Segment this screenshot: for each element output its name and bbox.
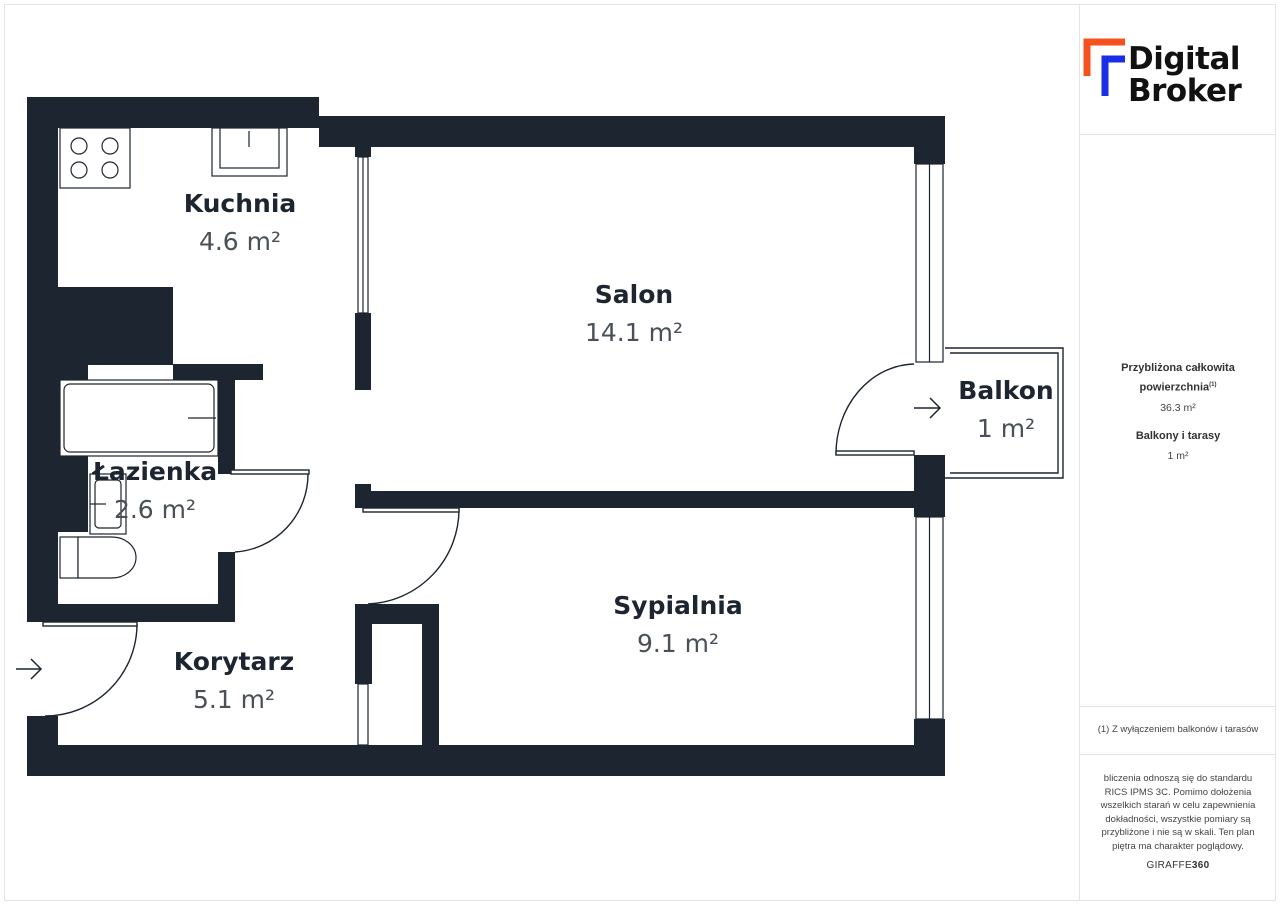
room-name-balkon: Balkon [958, 376, 1053, 405]
wall-salon-bedroom [371, 491, 914, 508]
room-area-sypialnia: 9.1 m² [637, 629, 719, 658]
entrance-arrow-icon [16, 658, 43, 680]
footnote: (1) Z wyłączeniem balkonów i tarasów [1080, 706, 1276, 755]
room-area-salon: 14.1 m² [585, 318, 683, 347]
floor-plan: Kuchnia 4.6 m² Salon 14.1 m² Balkon 1 m²… [16, 97, 1064, 776]
balconies-label: Balkony i tarasy [1135, 430, 1221, 442]
door-arc-lazienka [234, 473, 309, 553]
balconies-value: 1 m² [1167, 450, 1189, 462]
bath-wall-bottom [27, 604, 235, 622]
closet-wall-top [355, 604, 439, 624]
door-arc-sypialnia [367, 507, 460, 605]
total-area-value: 36.3 m² [1160, 402, 1196, 414]
digital-broker-logo: Digital Broker [1080, 4, 1276, 135]
disclaimer-text: bliczenia odnoszą się do standardu RICS … [1100, 773, 1256, 852]
logo-text-digital: Digital [1128, 41, 1241, 77]
door-arc-balkon [835, 363, 915, 456]
room-area-korytarz: 5.1 m² [193, 685, 275, 714]
washbasin-icon [89, 473, 127, 535]
logo-mark-icon [1083, 38, 1125, 96]
wall-bottom [27, 745, 945, 776]
wall-right-mid [914, 455, 945, 517]
logo-text-broker: Broker [1128, 73, 1242, 109]
room-name-kuchnia: Kuchnia [184, 189, 297, 218]
wall-top-left [27, 97, 319, 128]
room-area-kuchnia: 4.6 m² [199, 227, 281, 256]
wall-top [319, 116, 945, 147]
wall-left-upper [27, 97, 58, 621]
info-panel: Digital Broker Przybliżona całkowita pow… [1079, 4, 1276, 901]
door-leaf-sypialnia [362, 507, 460, 513]
total-area-label: Przybliżona całkowita powierzchnia(1) [1121, 362, 1235, 394]
giraffe360-brand: GIRAFFE360 [1146, 860, 1210, 871]
room-name-lazienka: Łazienka [91, 457, 217, 486]
room-name-sypialnia: Sypialnia [613, 591, 742, 620]
room-name-korytarz: Korytarz [174, 647, 294, 676]
closet-panel [357, 683, 369, 746]
door-leaf-entrance [42, 621, 138, 627]
room-area-balkon: 1 m² [977, 414, 1035, 443]
partition-top [355, 147, 371, 157]
bathtub-icon [59, 379, 219, 457]
door-leaf-balkon [835, 450, 915, 456]
kitchen-sink-icon [211, 127, 288, 177]
balcony-outline [945, 347, 1064, 479]
door-arc-entrance [44, 623, 138, 717]
door-swings [42, 363, 915, 717]
stove-icon [59, 127, 131, 189]
room-name-salon: Salon [595, 280, 673, 309]
balcony-arrow-icon [914, 397, 942, 419]
door-leaf-lazienka [230, 469, 310, 475]
bath-wall-right-upper [218, 364, 235, 474]
wall-right-top [914, 116, 945, 164]
room-area-lazienka: 2.6 m² [114, 495, 196, 524]
closet-wall-right [422, 604, 439, 745]
closet-wall-left [355, 604, 372, 684]
area-summary: Przybliżona całkowita powierzchnia(1) 36… [1080, 134, 1276, 707]
toilet-icon [59, 536, 137, 579]
partition-stub [355, 484, 371, 508]
wall-right-bottom [914, 719, 945, 776]
partition-lower [355, 313, 371, 390]
walls [27, 97, 945, 776]
